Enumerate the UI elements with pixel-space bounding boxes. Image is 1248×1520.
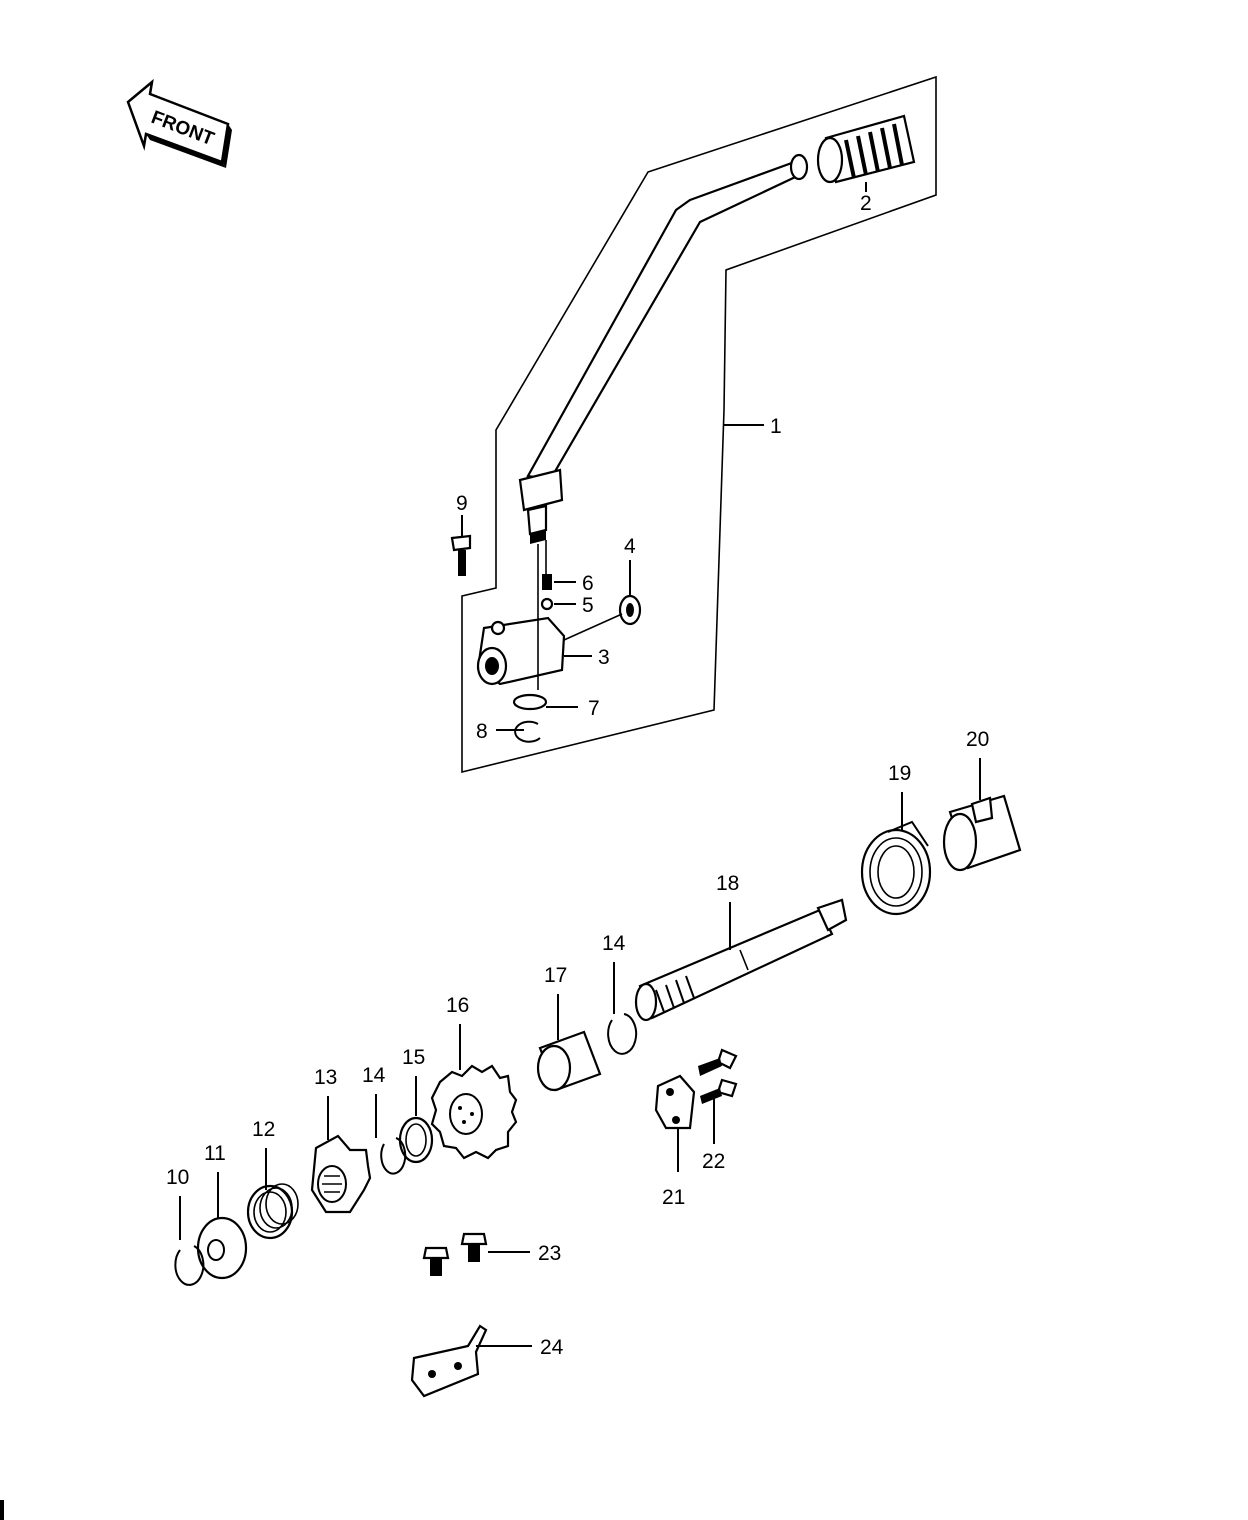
callout-15: 15 <box>402 1046 425 1069</box>
circlip-part-14-upper <box>607 1013 638 1055</box>
callout-24: 24 <box>540 1336 564 1359</box>
callout-23: 23 <box>538 1242 561 1265</box>
spring-guide-part-20 <box>942 794 1022 872</box>
pedal-grip-rubber <box>816 114 916 184</box>
return-spring-part-19 <box>860 820 932 916</box>
spring-part-6 <box>542 574 552 590</box>
gear-part-16 <box>430 1064 518 1160</box>
bracket-part-24 <box>410 1324 488 1398</box>
callout-7: 7 <box>588 697 600 720</box>
plate-part-21 <box>654 1074 696 1130</box>
callout-19: 19 <box>888 762 911 785</box>
callout-6: 6 <box>582 572 594 595</box>
callout-17: 17 <box>544 964 567 987</box>
callout-4: 4 <box>624 535 636 558</box>
callout-3: 3 <box>598 646 610 669</box>
callout-11: 11 <box>204 1142 226 1165</box>
callout-22: 22 <box>702 1150 725 1173</box>
callout-9: 9 <box>456 492 468 515</box>
callout-12: 12 <box>252 1118 275 1141</box>
callout-2: 2 <box>860 192 872 215</box>
callout-16: 16 <box>446 994 469 1017</box>
washer-part-7 <box>512 693 548 711</box>
bolt-part-9 <box>450 534 472 576</box>
callout-10: 10 <box>166 1166 189 1189</box>
kick-pedal-arm <box>518 153 809 544</box>
screws-part-22 <box>698 1048 738 1104</box>
oil-seal-part-4 <box>618 594 642 626</box>
circlip-part-14-lower <box>380 1137 407 1175</box>
callout-13: 13 <box>314 1066 337 1089</box>
callout-21: 21 <box>662 1186 685 1209</box>
callout-14-upper: 14 <box>602 932 626 955</box>
collar-part-17 <box>536 1030 602 1092</box>
callout-5: 5 <box>582 594 594 617</box>
callout-1: 1 <box>770 415 782 438</box>
leader-lines-lower <box>179 758 981 1347</box>
circlip-part-10 <box>174 1245 205 1286</box>
kick-shaft-part-18 <box>634 898 848 1022</box>
leader-lines <box>461 182 867 731</box>
ratchet-part-13 <box>310 1134 372 1214</box>
callout-20: 20 <box>966 728 989 751</box>
pedal-boss-part <box>476 616 566 686</box>
edge-mark <box>0 1500 4 1520</box>
callout-18: 18 <box>716 872 739 895</box>
circlip-part-8 <box>514 720 541 743</box>
assembly-boundary-outline <box>461 75 937 774</box>
spring-part-12 <box>246 1183 299 1240</box>
bolts-part-23 <box>422 1232 488 1276</box>
washer-part-11 <box>196 1216 248 1280</box>
ball-part-5 <box>540 597 554 611</box>
front-arrow-icon: FRONT <box>126 78 232 168</box>
callout-8: 8 <box>476 720 488 743</box>
callout-14-lower: 14 <box>362 1064 386 1087</box>
